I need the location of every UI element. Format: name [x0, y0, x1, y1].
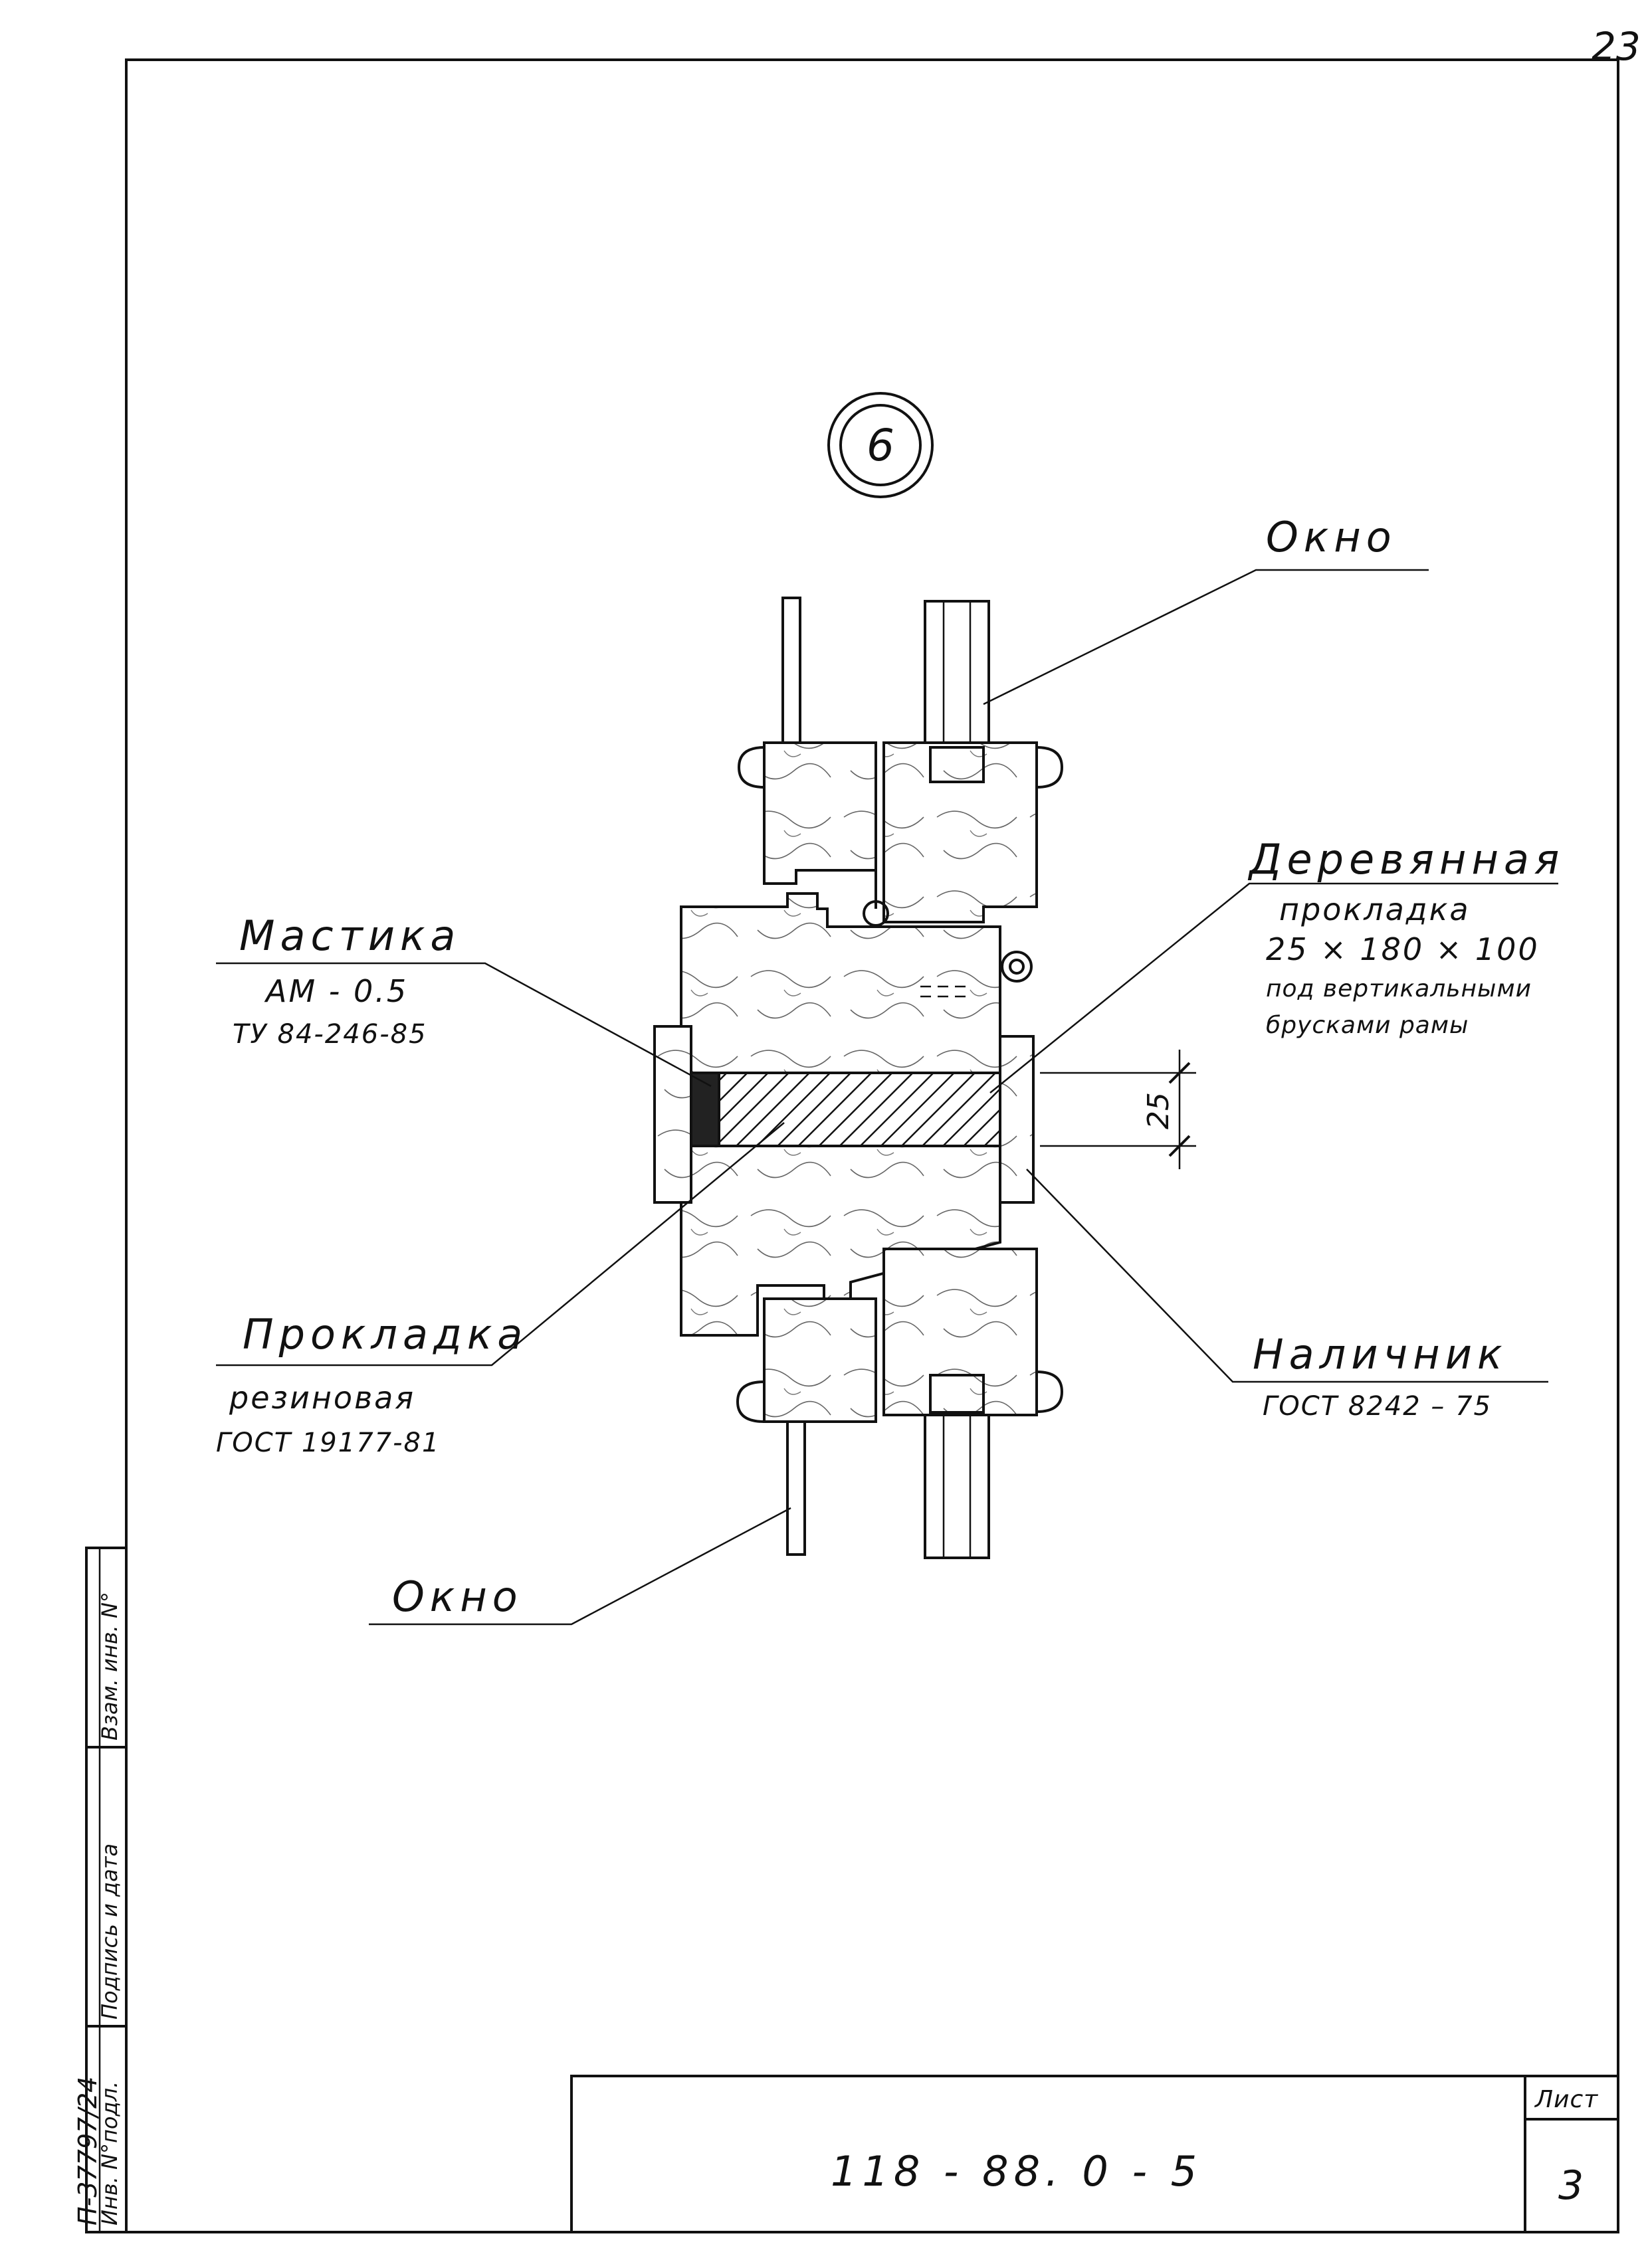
- trim-left: [653, 1025, 692, 1204]
- title-block: 118 - 88. 0 - 5 Лист 3: [570, 2075, 1619, 2233]
- sheet-label: Лист: [1534, 2086, 1598, 2113]
- svg-text:ГОСТ 8242 – 75: ГОСТ 8242 – 75: [1263, 1391, 1492, 1422]
- side-stamp: Инв. N°подл. Подпись и дата Взам. инв. N…: [73, 1547, 128, 2233]
- stamp-col-signature: Подпись и дата: [97, 1843, 122, 2020]
- svg-text:ТУ 84-246-85: ТУ 84-246-85: [233, 1019, 427, 1050]
- label-window-bottom: Окно: [369, 1507, 791, 1626]
- svg-text:Мастика: Мастика: [239, 911, 461, 960]
- label-wooden-pad: Деревянная прокладка 25 × 180 × 100 под …: [989, 835, 1564, 1093]
- svg-text:25 × 180 × 100: 25 × 180 × 100: [1266, 931, 1540, 967]
- svg-text:брусками рамы: брусками рамы: [1266, 1012, 1469, 1039]
- svg-text:резиновая: резиновая: [229, 1380, 415, 1416]
- trim-right: [999, 1035, 1035, 1204]
- svg-text:АМ - 0.5: АМ - 0.5: [264, 973, 408, 1009]
- svg-text:6: 6: [867, 420, 894, 471]
- label-rubber-pad: Прокладка резиновая ГОСТ 19177-81: [216, 1122, 785, 1458]
- upper-left-sash: [763, 741, 877, 885]
- page-number: 23: [1592, 24, 1641, 69]
- stamp-col-replace: Взам. инв. N°: [97, 1592, 122, 1741]
- svg-text:ГОСТ 19177-81: ГОСТ 19177-81: [216, 1428, 440, 1458]
- upper-right-sash: [882, 741, 1038, 923]
- lower-right-glazing: [924, 1414, 990, 1559]
- node-marker: 6: [827, 392, 934, 498]
- svg-text:Деревянная: Деревянная: [1247, 835, 1564, 884]
- svg-text:Окно: Окно: [1266, 513, 1397, 561]
- label-mastic: Мастика АМ - 0.5 ТУ 84-246-85: [216, 911, 712, 1087]
- stamp-col-inventory: Инв. N°подл.: [97, 2081, 122, 2225]
- svg-text:Прокладка: Прокладка: [243, 1310, 528, 1359]
- upper-left-glazing: [781, 597, 801, 759]
- stamp-inventory-number: П-37797/24: [73, 2077, 102, 2225]
- label-trim: Наличник ГОСТ 8242 – 75: [1026, 1169, 1548, 1422]
- sheet-number: 3: [1558, 2162, 1584, 2209]
- svg-text:прокладка: прокладка: [1279, 892, 1471, 927]
- drawing-code: 118 - 88. 0 - 5: [831, 2147, 1202, 2196]
- wooden-pad: [690, 1072, 1005, 1147]
- svg-text:Окно: Окно: [392, 1572, 523, 1621]
- svg-text:под вертикальными: под вертикальными: [1266, 975, 1532, 1002]
- dimension-25: 25: [1142, 1092, 1176, 1129]
- lower-left-sash: [763, 1297, 877, 1423]
- section-drawing: 25: [653, 597, 1196, 1559]
- lower-right-sash: [882, 1248, 1038, 1416]
- svg-text:Наличник: Наличник: [1253, 1330, 1507, 1378]
- lower-left-glazing: [786, 1420, 806, 1556]
- label-window-top: Окно: [983, 513, 1429, 706]
